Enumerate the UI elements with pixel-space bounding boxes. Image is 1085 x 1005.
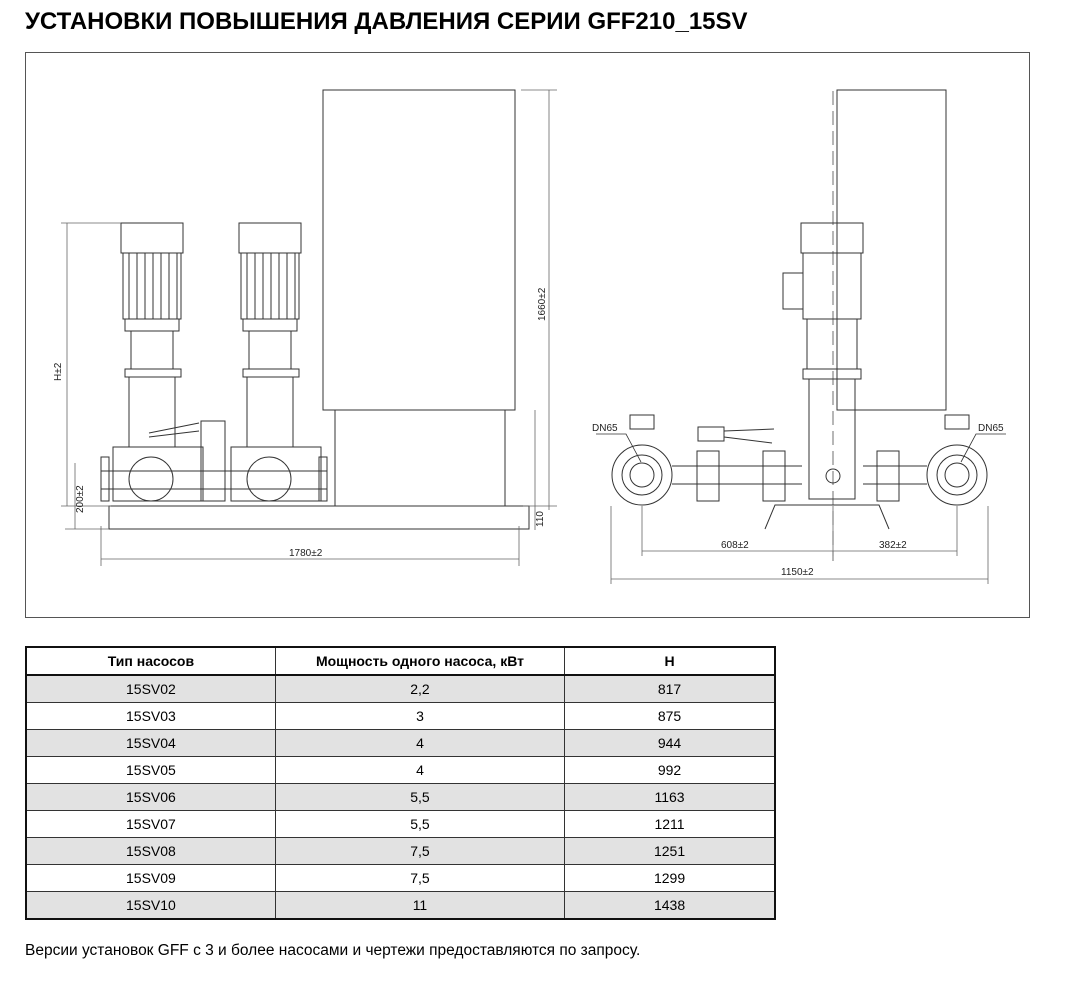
- dim-cabinet-height: 1660±2: [537, 287, 548, 321]
- front-view: H±2 200±2 1780±2 1660±2 110: [53, 89, 557, 566]
- cell-h: 944: [564, 729, 776, 757]
- cabinet-stand: [334, 409, 506, 507]
- cell-power: 7,5: [274, 864, 566, 892]
- header-power: Мощность одного насоса, кВт: [274, 646, 566, 676]
- pump-1: [112, 222, 204, 502]
- control-cabinet-side: [836, 89, 947, 411]
- dim-dn-left: DN65: [592, 423, 618, 434]
- manifold: [101, 470, 327, 490]
- cell-pump-type: 15SV05: [25, 756, 276, 784]
- cell-pump-type: 15SV03: [25, 702, 276, 730]
- flange-right: [926, 414, 988, 506]
- cell-pump-type: 15SV10: [25, 891, 276, 920]
- cell-pump-type: 15SV02: [25, 674, 276, 703]
- cell-h: 1251: [564, 837, 776, 865]
- side-view: DN65 DN65 608±2 382±2 1150±2: [592, 89, 1006, 584]
- cell-power: 4: [274, 756, 566, 784]
- cell-power: 3: [274, 702, 566, 730]
- technical-drawing: H±2 200±2 1780±2 1660±2 110 DN65: [25, 52, 1030, 618]
- flange-left: [611, 414, 673, 506]
- table-header: Тип насосов Мощность одного насоса, кВт …: [25, 646, 776, 676]
- dim-frame-height: 110: [535, 511, 546, 527]
- drawing-svg: H±2 200±2 1780±2 1660±2 110 DN65: [53, 89, 1006, 584]
- cell-h: 1438: [564, 891, 776, 920]
- pump-2: [230, 222, 322, 502]
- cell-h: 1211: [564, 810, 776, 838]
- cell-h: 1299: [564, 864, 776, 892]
- header-h: H: [564, 646, 776, 676]
- cell-h: 1163: [564, 783, 776, 811]
- dim-dist-left: 608±2: [721, 540, 749, 551]
- cell-pump-type: 15SV06: [25, 783, 276, 811]
- dim-base-height: 200±2: [75, 485, 86, 513]
- header-pump-type: Тип насосов: [25, 646, 276, 676]
- cell-power: 11: [274, 891, 566, 920]
- cell-pump-type: 15SV08: [25, 837, 276, 865]
- dim-dist-right: 382±2: [879, 540, 907, 551]
- pump-table: Тип насосов Мощность одного насоса, кВт …: [25, 646, 776, 920]
- valve: [200, 420, 226, 502]
- cell-power: 5,5: [274, 783, 566, 811]
- cell-pump-type: 15SV07: [25, 810, 276, 838]
- cell-power: 7,5: [274, 837, 566, 865]
- cell-h: 992: [564, 756, 776, 784]
- base-frame: [108, 505, 530, 530]
- cell-h: 875: [564, 702, 776, 730]
- cell-power: 4: [274, 729, 566, 757]
- cell-pump-type: 15SV04: [25, 729, 276, 757]
- cell-power: 5,5: [274, 810, 566, 838]
- cell-power: 2,2: [274, 674, 566, 703]
- dim-dn-right: DN65: [978, 423, 1004, 434]
- page-title: УСТАНОВКИ ПОВЫШЕНИЯ ДАВЛЕНИЯ СЕРИИ GFF21…: [25, 8, 748, 35]
- dim-length: 1780±2: [289, 548, 323, 559]
- cell-h: 817: [564, 674, 776, 703]
- control-cabinet: [322, 89, 516, 411]
- dim-width: 1150±2: [781, 567, 814, 578]
- cell-pump-type: 15SV09: [25, 864, 276, 892]
- footnote: Версии установок GFF с 3 и более насосам…: [25, 942, 641, 959]
- dim-height: H±2: [53, 362, 64, 381]
